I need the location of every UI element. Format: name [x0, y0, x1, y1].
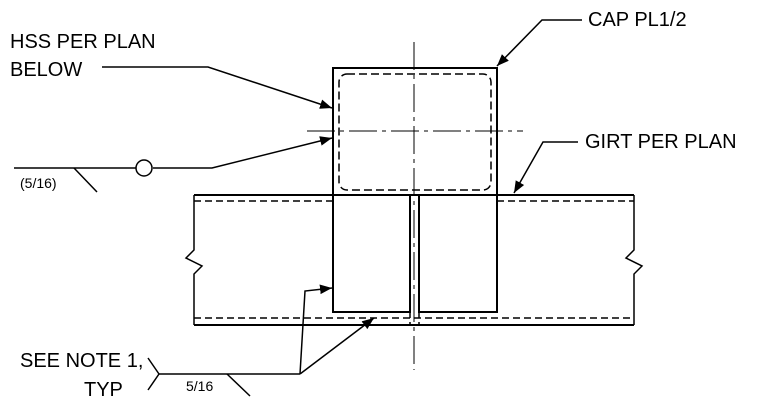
hss-label-line2: BELOW [10, 59, 82, 81]
weld-all-around-symbol [135, 159, 153, 177]
weld-top-leader [14, 138, 332, 169]
note-tail [147, 357, 160, 391]
weld-bottom-symbol [226, 373, 251, 397]
hss-outline-dashed [338, 73, 492, 191]
clip-plate-right [418, 194, 498, 313]
note-leader-arrow-2 [299, 317, 375, 375]
hss-leader [102, 66, 333, 109]
cap-label: CAP PL1/2 [588, 9, 687, 31]
girt-right-break-line [624, 195, 644, 325]
note-label-line1: SEE NOTE 1, [20, 350, 143, 372]
clip-plate-left [332, 194, 411, 313]
girt-leader [513, 141, 578, 194]
note-label-line2: TYP [84, 379, 123, 401]
note-leader-arrow-1 [299, 284, 333, 375]
girt-left-break-line [184, 195, 204, 325]
hss-label-line1: HSS PER PLAN [10, 31, 156, 53]
hss-column [332, 67, 498, 325]
girt-label: GIRT PER PLAN [585, 131, 737, 153]
leaders [14, 19, 582, 397]
weld-bottom-size: 5/16 [186, 378, 213, 394]
cap-leader [496, 19, 582, 67]
weld-top-size: (5/16) [20, 175, 57, 191]
weld-top-symbol [73, 167, 98, 193]
